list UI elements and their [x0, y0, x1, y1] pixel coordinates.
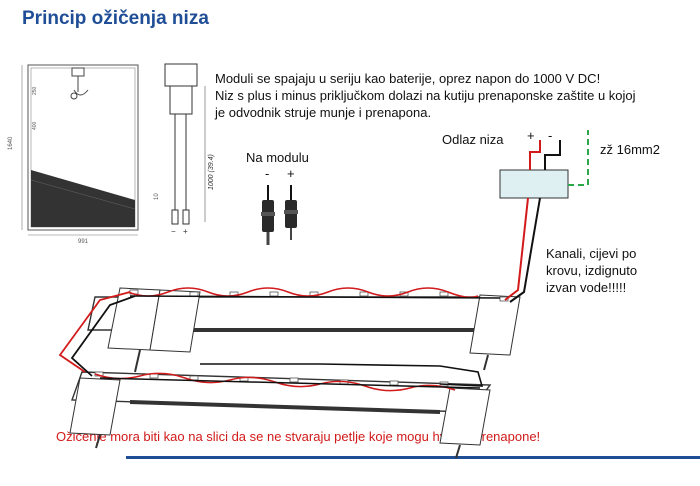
module-connector-box — [189, 291, 199, 297]
module-connector-box — [269, 291, 279, 297]
module-connector-box — [359, 291, 369, 297]
connector-plus-ring — [284, 210, 298, 214]
mount-leg — [455, 444, 461, 459]
lower-return-wire — [200, 363, 484, 387]
connector-minus-ring — [261, 212, 275, 216]
description-text: Moduli se spajaju u seriju kao baterije,… — [215, 70, 636, 121]
wiring-warning: Ožičenje mora biti kao na slici da se ne… — [56, 429, 541, 444]
string-positive-wire — [58, 291, 131, 373]
mount-leg — [134, 349, 141, 373]
description-line: Moduli se spajaju u seriju kao baterije,… — [215, 71, 601, 86]
drawing-dim-small: 10 — [154, 193, 160, 200]
module-connector-box — [389, 380, 399, 386]
drawing-junction-box-lower — [169, 85, 193, 115]
ground-wire — [568, 130, 589, 186]
panel-connector — [70, 92, 78, 100]
page-title: Princip ožičenja niza — [22, 8, 209, 29]
description-line: je odvodnik struje munje i prenapona. — [215, 105, 432, 120]
output-plus-sign: + — [527, 128, 535, 143]
module-connector-box — [499, 296, 509, 302]
panel-cells-area — [31, 170, 135, 227]
output-negative-wire — [544, 140, 561, 170]
module-connector-label: Na modulu — [246, 150, 309, 165]
ground-wire-label: zž 16mm2 — [600, 142, 660, 157]
panel-technical-drawing: 1640 991 250 400 — [8, 64, 139, 245]
drawing-junction-box — [164, 63, 198, 87]
channels-note-line: izvan vode!!!!! — [546, 280, 627, 295]
homerun-negative-wire — [509, 197, 541, 303]
drawing-minus: − — [171, 227, 176, 236]
panel-cell-line — [30, 179, 136, 210]
mount-frame — [469, 294, 521, 356]
channels-note-line: krovu, izdignuto — [546, 263, 638, 278]
mount-leg — [483, 354, 489, 371]
upper-module-wiring — [127, 287, 479, 299]
surge-protection-box-group: + - — [499, 128, 589, 199]
string-output-label: Odlaz niza — [442, 132, 504, 147]
output-minus-sign: - — [548, 128, 552, 143]
module-connector-box — [289, 377, 299, 383]
dim-height: 1640 — [8, 136, 14, 150]
dim-offset-2: 400 — [32, 121, 38, 130]
connector-plus-sign: + — [287, 166, 295, 181]
description-line: Niz s plus i minus priključkom dolazi na… — [215, 88, 636, 103]
connector-minus-sign: - — [265, 166, 269, 181]
drawing-plus: + — [183, 227, 188, 236]
panel-rows — [58, 197, 541, 459]
dim-width: 991 — [78, 239, 89, 245]
junction-box-small — [71, 67, 85, 77]
drawing-cable-length: 1000 (39.4) — [208, 154, 215, 190]
footer-divider — [126, 456, 700, 459]
string-negative-wire — [70, 295, 136, 377]
surge-protection-box — [499, 169, 569, 199]
panel-outline — [27, 64, 139, 231]
lower-module-wiring-neg — [99, 377, 481, 389]
mount-frame — [149, 289, 201, 353]
channels-note-line: Kanali, cijevi po — [546, 246, 637, 261]
homerun-positive-wire — [504, 197, 529, 301]
channels-note: Kanali, cijevi po krovu, izdignuto izvan… — [546, 245, 637, 296]
panel-cable — [73, 76, 89, 96]
mount-frame — [439, 387, 491, 446]
junction-box-cable-drawing: 1000 (39.4) 10 − + — [154, 63, 215, 236]
dim-offset-1: 250 — [32, 86, 38, 95]
upper-module-wiring-neg — [129, 295, 501, 299]
mount-frame — [69, 377, 121, 436]
lower-row-rail-back — [129, 400, 441, 414]
module-connectors: - + — [261, 166, 298, 245]
drawing-connector-left — [171, 209, 179, 225]
output-positive-wire — [529, 140, 541, 170]
drawing-connector-right — [182, 209, 190, 225]
module-connector-box — [439, 291, 449, 297]
mount-leg — [95, 434, 101, 449]
